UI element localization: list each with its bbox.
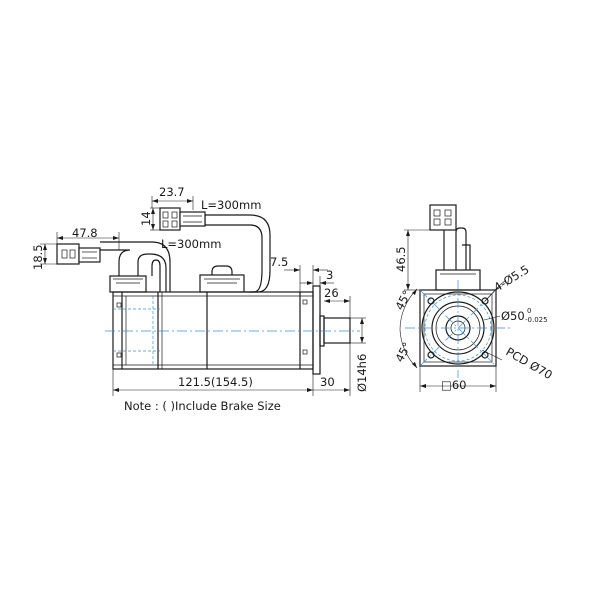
angle-top: 45° — [392, 288, 414, 313]
dim-shaft-diameter: Ø14h6 — [355, 354, 369, 392]
front-connector-housing — [435, 269, 481, 291]
front-plug — [429, 204, 457, 231]
power-connector-box — [199, 274, 245, 293]
dim-shaft-length: 26 — [324, 286, 339, 300]
mount-hole — [481, 351, 489, 359]
dim-body-length: 121.5(154.5) — [178, 375, 253, 389]
motor-shaft — [323, 317, 351, 344]
front-flange — [312, 285, 321, 375]
dim-flange-offset: 7.5 — [270, 255, 288, 269]
dim-connector-end-height: 46.5 — [394, 246, 408, 272]
dim-conn-left-width: 47.8 — [72, 226, 98, 240]
mount-hole — [427, 351, 435, 359]
dim-cable-length-left: L=300mm — [161, 237, 221, 251]
dim-cable-length-top: L=300mm — [201, 198, 261, 212]
mount-hole — [427, 297, 435, 305]
dim-conn-left-height: 18.5 — [31, 244, 45, 270]
encoder-plug — [56, 243, 80, 265]
dim-pilot-tol-lower: -0.025 — [525, 316, 548, 324]
front-view: 46.5 45° 45° 4-Ø5.5 Ø50 0 -0.025 PCD Ø70… — [392, 204, 555, 392]
motor-body-outline — [112, 291, 314, 370]
brake-size-note: Note : ( )Include Brake Size — [124, 399, 281, 413]
side-view: 23.7 14 L=300mm 47.8 L=300mm 18.5 7 — [31, 185, 369, 413]
dim-pcd: PCD Ø70 — [504, 344, 555, 382]
dim-hole-spec: 4-Ø5.5 — [491, 262, 531, 294]
dim-pilot-diameter: Ø50 — [501, 309, 525, 323]
mount-hole — [481, 297, 489, 305]
flange-outline-circle — [421, 291, 495, 365]
dim-conn-top-width: 23.7 — [159, 185, 185, 199]
dim-square-size: □60 — [441, 378, 467, 392]
dim-shaft-total: 30 — [320, 375, 335, 389]
dim-pilot-tol-upper: 0 — [527, 307, 531, 315]
encoder-cable — [100, 249, 131, 276]
encoder-connector-box — [109, 275, 147, 293]
power-cable — [205, 214, 271, 293]
dim-conn-top-height: 14 — [139, 211, 153, 226]
dim-flange-thickness: 3 — [326, 268, 333, 282]
